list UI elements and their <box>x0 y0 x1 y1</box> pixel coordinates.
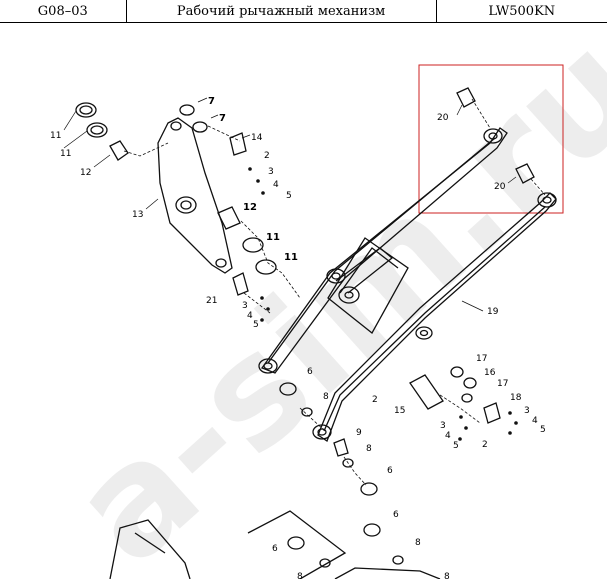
label-12: 12 <box>243 202 257 213</box>
label-19: 19 <box>487 307 499 317</box>
bellcrank-plate <box>157 117 233 274</box>
bushing-9 <box>333 438 349 457</box>
label-8: 8 <box>323 392 329 402</box>
bushing-20-b <box>515 163 535 184</box>
label-11: 11 <box>284 252 298 263</box>
label-6: 6 <box>387 466 393 476</box>
exploded-parts-diagram: a-sim.ru <box>40 23 607 579</box>
header-model: LW500KN <box>488 3 556 19</box>
label-3: 3 <box>524 406 530 416</box>
label-7: 7 <box>208 96 215 107</box>
ring-6-d <box>363 523 381 537</box>
label-20: 20 <box>437 113 449 123</box>
label-5: 5 <box>540 425 546 435</box>
label-5: 5 <box>253 320 259 330</box>
label-16: 16 <box>484 368 496 378</box>
ring-17-a <box>450 366 464 378</box>
seal-ring-11-b <box>86 122 108 138</box>
label-17: 17 <box>476 354 487 364</box>
label-3: 3 <box>268 167 274 177</box>
washer-7-a <box>179 104 195 116</box>
label-15: 15 <box>394 406 405 416</box>
pin-18 <box>483 402 501 424</box>
label-6: 6 <box>393 510 399 520</box>
label-4: 4 <box>532 416 538 426</box>
header-table: G08–03 Рабочий рычажный механизм LW500KN <box>0 0 607 23</box>
label-3: 3 <box>440 421 446 431</box>
label-14: 14 <box>251 133 263 143</box>
label-3: 3 <box>242 301 248 311</box>
pin-21 <box>232 272 249 296</box>
watermark: a-sim.ru <box>40 23 607 579</box>
label-5: 5 <box>453 441 459 451</box>
seal-ring-11-a <box>75 102 97 118</box>
lower-bellcrank-partial <box>334 567 441 579</box>
label-8: 8 <box>366 444 372 454</box>
label-21: 21 <box>206 296 217 306</box>
label-4: 4 <box>273 180 279 190</box>
bushing-12-a <box>109 140 129 161</box>
washer-7-b <box>192 121 208 133</box>
label-18: 18 <box>510 393 522 403</box>
label-17: 17 <box>497 379 508 389</box>
pin-15 <box>409 374 444 410</box>
ring-8-a <box>301 407 313 417</box>
ring-6-b <box>360 482 378 496</box>
boom-assembly <box>258 127 557 442</box>
ring-6-c <box>287 536 305 550</box>
exploded-frame-lines <box>247 510 347 579</box>
label-8: 8 <box>444 572 450 579</box>
ring-8-b <box>342 458 354 468</box>
label-12: 12 <box>80 168 91 178</box>
ring-6-a <box>279 382 297 396</box>
header-code: G08–03 <box>0 0 127 22</box>
ring-8-d <box>392 555 404 565</box>
ring-8-c <box>319 558 331 568</box>
label-13: 13 <box>132 210 143 220</box>
label-8: 8 <box>297 572 303 579</box>
label-6: 6 <box>272 544 278 554</box>
label-7: 7 <box>219 113 226 124</box>
label-4: 4 <box>247 311 253 321</box>
label-11: 11 <box>60 149 71 159</box>
label-11: 11 <box>50 131 61 141</box>
label-8: 8 <box>415 538 421 548</box>
label-11: 11 <box>266 232 280 243</box>
label-5: 5 <box>286 191 292 201</box>
ring-16 <box>463 377 477 389</box>
pin-14 <box>229 132 247 156</box>
bushing-12-b <box>217 206 241 230</box>
seal-ring-11-c <box>242 237 264 253</box>
label-2: 2 <box>482 440 488 450</box>
label-9: 9 <box>356 428 362 438</box>
bucket-link-partial <box>109 519 191 579</box>
seal-ring-11-d <box>255 259 277 275</box>
label-2: 2 <box>264 151 270 161</box>
bushing-20-a <box>456 87 476 108</box>
header-title: Рабочий рычажный механизм <box>127 0 437 22</box>
label-20: 20 <box>494 182 506 192</box>
ring-17-b <box>461 393 473 403</box>
label-4: 4 <box>445 431 451 441</box>
part-labels: 11 11 12 13 7 7 14 2 3 4 5 12 11 11 21 3… <box>50 96 546 579</box>
highlight-box <box>418 64 564 214</box>
watermark-text: a-sim.ru <box>40 23 607 579</box>
label-6: 6 <box>307 367 313 377</box>
label-2: 2 <box>372 395 378 405</box>
